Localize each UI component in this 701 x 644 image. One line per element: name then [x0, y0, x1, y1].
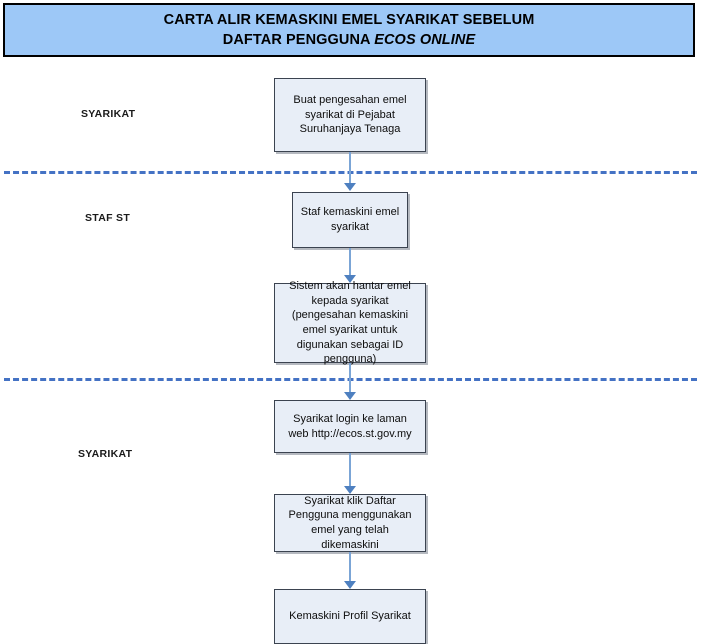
chart-title-line2-prefix: DAFTAR PENGGUNA: [222, 32, 375, 48]
process-node-1-text: Buat pengesahan emel syarikat di Pejabat…: [293, 94, 407, 136]
lane-divider-1: [4, 171, 697, 174]
chart-title-line1: CARTA ALIR KEMASKINI EMEL SYARIKAT SEBEL…: [163, 12, 535, 28]
process-node-3[interactable]: Sistem akan hantar emel kepada syarikat …: [274, 280, 426, 365]
connector-arrow-4: [343, 453, 357, 495]
process-node-6[interactable]: Kemaskini Profil Syarikat: [274, 589, 426, 644]
process-node-3-text: Sistem akan hantar emel kepada syarikat …: [289, 280, 411, 366]
chart-title-text: CARTA ALIR KEMASKINI EMEL SYARIKAT SEBEL…: [164, 10, 535, 50]
process-node-1[interactable]: Buat pengesahan emel syarikat di Pejabat…: [274, 78, 426, 152]
chart-title-banner: CARTA ALIR KEMASKINI EMEL SYARIKAT SEBEL…: [3, 3, 695, 57]
chart-title-line2-emphasis: ECOS ONLINE: [374, 32, 476, 48]
process-node-6-text: Kemaskini Profil Syarikat: [289, 610, 411, 623]
process-node-4[interactable]: Syarikat login ke laman web http://ecos.…: [274, 400, 426, 453]
lane-divider-2: [4, 378, 697, 381]
process-node-4-text: Syarikat login ke laman web http://ecos.…: [288, 412, 412, 440]
connector-arrow-3: [343, 363, 357, 401]
connector-arrow-5: [343, 552, 357, 590]
lane-label-staf-st: STAF ST: [85, 212, 131, 224]
lane-label-syarikat-2: SYARIKAT: [78, 448, 133, 460]
lane-label-syarikat-1: SYARIKAT: [81, 108, 136, 120]
process-node-5-text: Syarikat klik Daftar Pengguna menggunaka…: [288, 494, 412, 551]
process-node-5[interactable]: Syarikat klik Daftar Pengguna menggunaka…: [274, 494, 426, 552]
process-node-2-text: Staf kemaskini emel syarikat: [300, 206, 400, 233]
process-node-2[interactable]: Staf kemaskini emel syarikat: [292, 192, 408, 248]
